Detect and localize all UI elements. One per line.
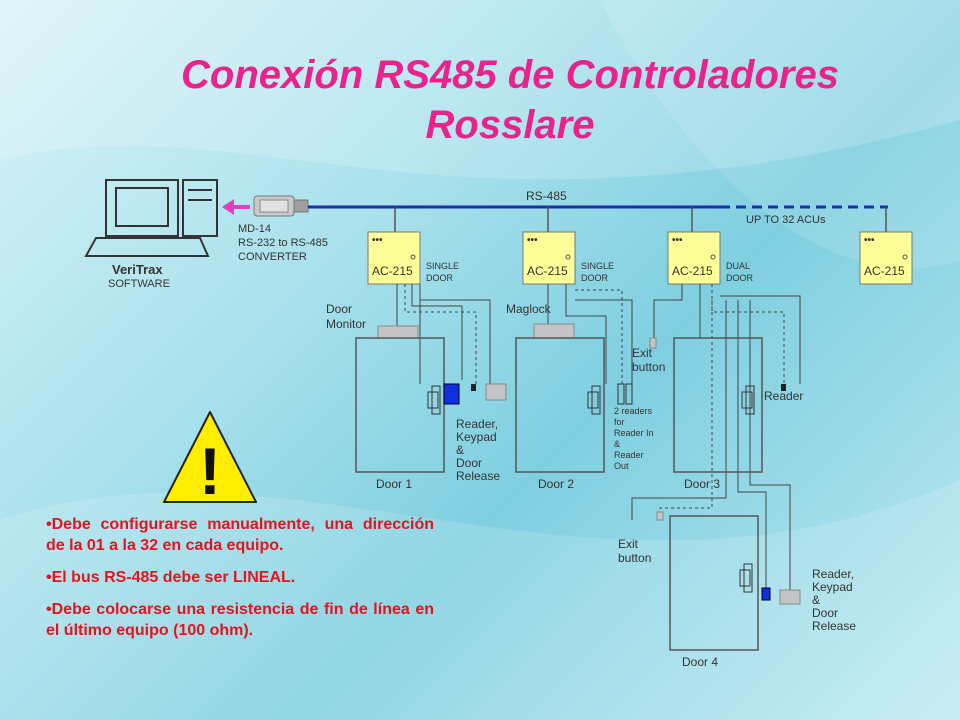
title-line-2: Rosslare (425, 103, 595, 147)
title-line-1: Conexión RS485 de Controladores (181, 53, 839, 97)
door-1-monitor (377, 325, 419, 339)
converter-name: MD-14 (238, 223, 271, 235)
door-1-release (485, 383, 507, 401)
door-1-keypad (443, 383, 460, 405)
converter-icon (253, 195, 309, 217)
notes-list: Debe configurarse manualmente, una direc… (46, 514, 434, 652)
controller-2: ••• AC-215 (522, 231, 576, 285)
door-1-reader-keypad-label: Reader, Keypad & Door Release (456, 417, 500, 483)
rk1-line-5: Release (456, 469, 500, 483)
expansion-label: UP TO 32 ACUs (746, 214, 826, 226)
tr-line-5: Reader (614, 450, 644, 460)
door-2-reader-b (625, 383, 633, 405)
controller-4: ••• AC-215 (859, 231, 913, 285)
rk4-line-1: Reader, (812, 567, 854, 581)
door-4 (669, 515, 759, 651)
note-item: Debe configurarse manualmente, una direc… (46, 514, 434, 556)
controller-3-type-1: DUAL (726, 261, 750, 271)
door-1 (355, 337, 445, 473)
controller-3: ••• AC-215 (667, 231, 721, 285)
door-4-exit-label-1: Exit (618, 537, 639, 551)
warning-symbol: ! (199, 434, 221, 508)
door-3-reader-label: Reader (764, 389, 803, 403)
door-2-reader-a (617, 383, 625, 405)
rk4-line-2: Keypad (812, 580, 853, 594)
note-item: Debe colocarse una resistencia de fin de… (46, 599, 434, 641)
door-handles (427, 385, 755, 593)
rk1-line-1: Reader, (456, 417, 498, 431)
converter-desc-1: RS-232 to RS-485 (238, 237, 328, 249)
controller-3-model: AC-215 (672, 264, 713, 278)
tr-line-4: & (614, 439, 620, 449)
tr-line-6: Out (614, 461, 629, 471)
maglock-label: Maglock (506, 302, 552, 316)
software-name: VeriTrax (112, 262, 163, 277)
controller-3-type-2: DOOR (726, 273, 754, 283)
controller-1: ••• AC-215 (367, 231, 421, 285)
converter-desc-2: CONVERTER (238, 251, 307, 263)
door-4-release (779, 589, 801, 605)
controller-2-type-2: DOOR (581, 273, 609, 283)
svg-text:•••: ••• (372, 235, 383, 246)
note-item: El bus RS-485 debe ser LINEAL. (46, 567, 434, 588)
rk4-line-5: Release (812, 619, 856, 633)
door-4-keypad (761, 587, 771, 601)
tr-line-1: 2 readers (614, 406, 653, 416)
controller-1-model: AC-215 (372, 264, 413, 278)
door-2-label: Door 2 (538, 477, 574, 491)
controller-2-model: AC-215 (527, 264, 568, 278)
page-title: Conexión RS485 de Controladores Rosslare (130, 50, 890, 150)
door-monitor-line-2: Monitor (326, 317, 366, 331)
bus-label: RS-485 (526, 189, 567, 203)
rk1-line-3: & (456, 443, 464, 457)
door-4-label: Door 4 (682, 655, 718, 669)
door-monitor-line-1: Door (326, 302, 352, 316)
door-3-reader (781, 384, 786, 391)
controller-4-model: AC-215 (864, 264, 905, 278)
svg-text:•••: ••• (672, 235, 683, 246)
door-4-exit-label-2: button (618, 551, 651, 565)
tr-line-2: for (614, 417, 625, 427)
rk1-line-2: Keypad (456, 430, 497, 444)
door-2-maglock (533, 323, 575, 339)
rk4-line-4: Door (812, 606, 838, 620)
controller-1-type-2: DOOR (426, 273, 454, 283)
rk1-line-4: Door (456, 456, 482, 470)
warning-icon: ! (163, 411, 257, 508)
door-4-exit-button (656, 511, 664, 521)
software-sub: SOFTWARE (108, 278, 170, 290)
door-3-label: Door 3 (684, 477, 720, 491)
controller-1-type-1: SINGLE (426, 261, 459, 271)
door-2-two-readers-label: 2 readers for Reader In & Reader Out (614, 406, 654, 471)
door-2 (515, 337, 605, 473)
svg-text:•••: ••• (864, 235, 875, 246)
door-1-label: Door 1 (376, 477, 412, 491)
door-3 (673, 337, 763, 473)
door-3-exit-label-2: button (632, 360, 665, 374)
door-3-exit-label-1: Exit (632, 346, 653, 360)
bus-drops (394, 207, 887, 232)
tr-line-3: Reader In (614, 428, 654, 438)
svg-text:•••: ••• (527, 235, 538, 246)
controller-2-type-1: SINGLE (581, 261, 614, 271)
door-3-exit-button (649, 337, 657, 349)
door-4-reader-keypad-label: Reader, Keypad & Door Release (812, 567, 856, 633)
computer-icon (84, 179, 218, 257)
rk4-line-3: & (812, 593, 820, 607)
data-arrow (222, 199, 250, 215)
door-1-small-device (471, 384, 476, 391)
